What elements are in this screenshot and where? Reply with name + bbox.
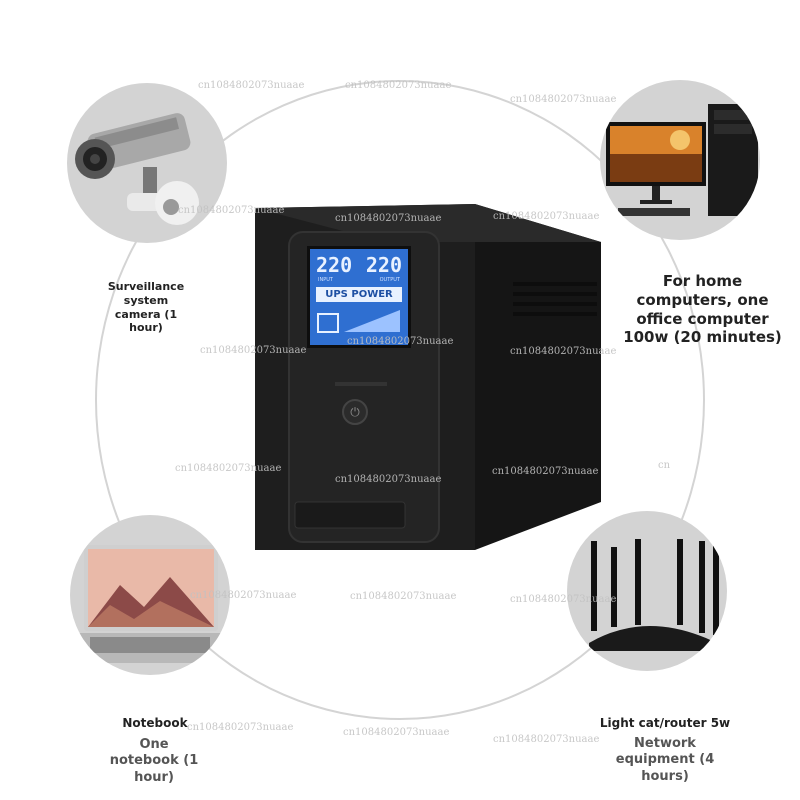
watermark: cn1084802073nuaae xyxy=(492,466,599,477)
watermark: cn1084802073nuaae xyxy=(178,205,285,216)
watermark: cn1084802073nuaae xyxy=(493,211,600,222)
watermark: cn1084802073nuaae xyxy=(510,346,617,357)
battery-level-icon xyxy=(317,310,400,333)
computer-bubble xyxy=(600,80,760,240)
connection-ring xyxy=(95,80,705,720)
watermark: cn1084802073nuaae xyxy=(345,80,452,91)
desktop-computer-icon xyxy=(606,104,758,216)
surveillance-camera-icon xyxy=(75,113,199,225)
watermark: cn1084802073nuaae xyxy=(510,94,617,105)
watermark: cn1084802073nuaae xyxy=(187,722,294,733)
ups-unit: 220 220 INPUT OUTPUT UPS POWER ⏻ xyxy=(255,202,605,552)
laptop-bubble xyxy=(70,515,230,675)
watermark-short: cn xyxy=(658,460,671,471)
watermark: cn1084802073nuaae xyxy=(335,474,442,485)
watermark: cn1084802073nuaae xyxy=(510,594,617,605)
router-title: Light cat/router 5w xyxy=(599,716,731,730)
watermark: cn1084802073nuaae xyxy=(350,591,457,602)
watermark: cn1084802073nuaae xyxy=(190,590,297,601)
router-icon xyxy=(589,535,719,651)
watermark: cn1084802073nuaae xyxy=(335,213,442,224)
lcd-input-tag: INPUT xyxy=(318,277,333,283)
watermark: cn1084802073nuaae xyxy=(175,463,282,474)
camera-bubble xyxy=(67,83,227,243)
watermark: cn1084802073nuaae xyxy=(493,734,600,745)
notebook-description: One notebook (1 hour) xyxy=(109,737,199,785)
lcd-input-voltage: 220 xyxy=(316,253,353,277)
watermark: cn1084802073nuaae xyxy=(343,727,450,738)
lcd-output-voltage: 220 xyxy=(365,253,402,277)
computer-label: For home computers, one office computer … xyxy=(623,272,782,347)
laptop-icon xyxy=(76,545,224,663)
router-bubble xyxy=(567,511,727,671)
watermark: cn1084802073nuaae xyxy=(198,80,305,91)
lcd-output-tag: OUTPUT xyxy=(379,277,400,283)
camera-label: Surveillance system camera (1 hour) xyxy=(107,280,185,335)
watermark: cn1084802073nuaae xyxy=(347,336,454,347)
router-description: Network equipment (4 hours) xyxy=(615,736,715,784)
power-button[interactable]: ⏻ xyxy=(342,399,368,425)
watermark: cn1084802073nuaae xyxy=(200,345,307,356)
lcd-brand-text: UPS POWER xyxy=(316,287,402,302)
notebook-title: Notebook xyxy=(122,716,188,730)
lcd-screen: 220 220 INPUT OUTPUT UPS POWER xyxy=(307,246,411,348)
